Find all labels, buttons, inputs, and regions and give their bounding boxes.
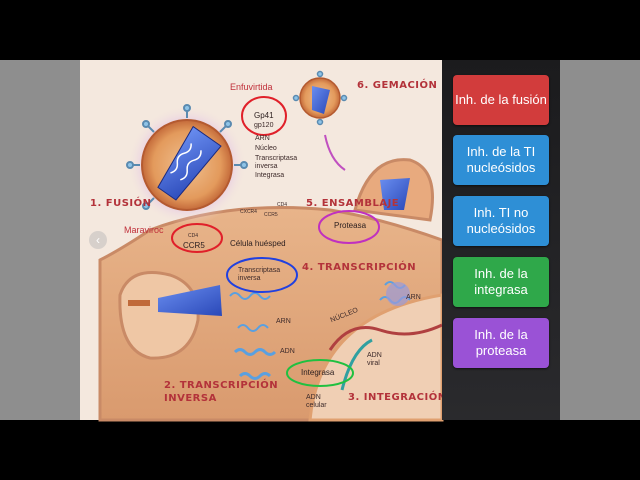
label-adn-viral-b: viral (367, 360, 380, 367)
chevron-left-icon[interactable]: ‹ (89, 231, 107, 249)
label-proteasa: Proteasa (334, 221, 367, 230)
label-transcriptasa-b: inversa (255, 163, 278, 170)
budding-spikes (292, 70, 348, 126)
label-integrasa-bottom: Integrasa (301, 368, 335, 377)
step-transcripcion-inversa-b: INVERSA (164, 393, 217, 404)
integration-arrow (340, 338, 373, 391)
annotation-gp41 (241, 96, 287, 136)
label-arn-mid: ARN (276, 318, 291, 325)
integrase-inhibitor-button[interactable]: Inh. de la integrasa (453, 257, 549, 307)
label-adn-celular-b: celular (306, 402, 327, 409)
label-gp120: gp120 (254, 122, 274, 129)
label-cxcr4: CXCR4 (240, 209, 257, 215)
label-cd4-a: CD4 (188, 233, 199, 239)
fusion-inhibitor-button[interactable]: Inh. de la fusión (453, 75, 549, 125)
label-ccr5-b: CCR5 (264, 212, 278, 218)
hiv-replication-diagram: 6. GEMACIÓN 1. FUSIÓN 5. ENSAMBLAJE 4. T… (80, 60, 446, 422)
membrane-pocket (118, 271, 200, 360)
label-arn-right: ARN (406, 294, 421, 301)
step-transcripcion-inversa-a: 2. TRANSCRIPCIÓN (164, 380, 279, 391)
label-transcriptasa-mid-b: inversa (238, 275, 261, 282)
inhibitor-menu: Inh. de la fusión Inh. de la TI nucleósi… (442, 60, 560, 420)
label-gp41: Gp41 (254, 111, 274, 120)
step-fusion: 1. FUSIÓN (90, 198, 152, 209)
label-adn-viral-a: ADN (367, 352, 382, 359)
annotation-ccr5 (171, 223, 223, 253)
label-maraviroc: Maraviroc (124, 225, 164, 235)
step-transcripcion: 4. TRANSCRIPCIÓN (302, 262, 417, 273)
annotation-proteasa (318, 210, 380, 244)
nnrti-inhibitor-button[interactable]: Inh. TI no nucleósidos (453, 196, 549, 246)
label-adn-mid: ADN (280, 348, 295, 355)
gemation-arrow (324, 134, 346, 171)
step-integracion: 3. INTEGRACIÓN (348, 392, 447, 403)
label-transcriptasa-mid-a: Transcriptasa (238, 267, 281, 274)
label-integrasa-top: Integrasa (255, 172, 285, 179)
label-nucleo: Núcleo (255, 145, 277, 152)
left-margin (0, 60, 80, 420)
label-arn-top: ARN (255, 135, 270, 142)
assembly-capsid (380, 178, 410, 210)
budding-capsid (312, 86, 330, 114)
protein-cluster (386, 282, 410, 306)
label-ccr5: CCR5 (183, 241, 205, 250)
entering-capsid (158, 285, 222, 316)
protease-inhibitor-button[interactable]: Inh. de la proteasa (453, 318, 549, 368)
nrti-inhibitor-button[interactable]: Inh. de la TI nucleósidos (453, 135, 549, 185)
dna-strands (233, 348, 277, 380)
label-adn-celular-a: ADN (306, 394, 321, 401)
annotation-transcriptasa (226, 257, 298, 293)
annotation-integrasa (286, 359, 354, 387)
virus-capsid (157, 125, 222, 201)
cellular-dna (328, 323, 443, 351)
diagram-artwork (98, 70, 444, 422)
step-ensamblaje: 5. ENSAMBLAJE (306, 198, 400, 209)
step-gemacion: 6. GEMACIÓN (357, 80, 438, 91)
right-margin (560, 60, 640, 420)
label-enfuvirtida: Enfuvirtida (230, 82, 273, 92)
label-celula-huesped: Célula huésped (230, 239, 286, 248)
label-cd4-b: CD4 (277, 202, 288, 208)
label-transcriptasa-a: Transcriptasa (255, 155, 298, 162)
virus-spikes (126, 104, 248, 210)
